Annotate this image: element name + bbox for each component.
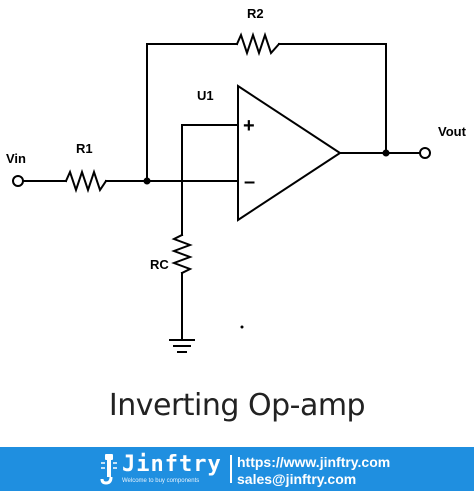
- jinftry-logo: Jinftry Welcome to buy components: [100, 451, 226, 489]
- vin-terminal: [12, 175, 24, 187]
- circuit-diagram: Vin R1 R2 U1 RC Vout + –: [6, 6, 467, 353]
- noninverting-input-label: +: [243, 115, 255, 137]
- rc-label: RC: [150, 257, 169, 272]
- website-link[interactable]: https://www.jinftry.com: [237, 454, 391, 470]
- brand-name: Jinftry: [122, 452, 222, 477]
- r1-label: R1: [76, 141, 93, 156]
- inverting-input-label: –: [244, 171, 255, 193]
- u1-label: U1: [197, 88, 214, 103]
- opamp-u1: [237, 84, 342, 222]
- brand-tagline: Welcome to buy components: [122, 478, 200, 484]
- component-icon: [100, 454, 117, 485]
- rc-resistor: [171, 233, 193, 275]
- r2-label: R2: [247, 6, 264, 21]
- vout-label: Vout: [438, 124, 467, 139]
- footer-banner: Jinftry Welcome to buy components https:…: [0, 447, 474, 491]
- vin-label: Vin: [6, 151, 26, 166]
- junction-dot-inverting: [143, 177, 151, 185]
- stray-dot: [240, 325, 244, 329]
- junction-dot-output: [382, 149, 390, 157]
- vout-terminal: [419, 147, 431, 159]
- footer-divider: [230, 455, 232, 483]
- diagram-caption: Inverting Op-amp: [108, 388, 366, 423]
- email-link[interactable]: sales@jinftry.com: [237, 471, 357, 487]
- r1-resistor: [64, 168, 108, 194]
- r2-resistor: [235, 31, 281, 57]
